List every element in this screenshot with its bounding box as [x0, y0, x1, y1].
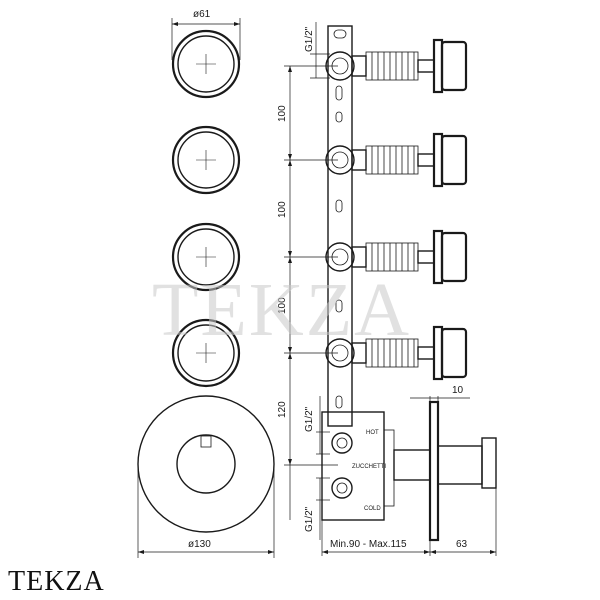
- cold-label: COLD: [364, 506, 381, 512]
- valve-unit-4: [325, 325, 468, 381]
- spacing-2-label: 100: [277, 201, 288, 218]
- valve-unit-2: [325, 132, 468, 188]
- plate-thickness-label: 10: [452, 385, 464, 396]
- thread-mid-label: G1/2": [304, 406, 315, 432]
- thread-bottom-label: G1/2": [304, 506, 315, 532]
- handle-depth-label: 63: [456, 539, 468, 550]
- knob-front-4: [171, 318, 241, 388]
- thermostatic-body-side-view: HOT ZUCCHETTI COLD 10: [321, 385, 497, 542]
- brand-logo-text: TEKZA: [8, 566, 105, 597]
- brand-mark-label: ZUCCHETTI: [352, 464, 386, 470]
- spacing-3-label: 100: [277, 297, 288, 314]
- knob-front-view-group: ø61: [171, 9, 241, 388]
- knob-front-2: [171, 125, 241, 195]
- hot-label: HOT: [366, 430, 379, 436]
- knob-front-3: [171, 222, 241, 292]
- spacing-dimensions: 100 100 100 120 G1/2" G1/2" G1/2": [277, 22, 338, 540]
- spacing-1-label: 100: [277, 105, 288, 122]
- plate-diameter-label: ø130: [188, 539, 211, 550]
- manifold-side-view: [327, 25, 353, 427]
- valve-unit-1: [325, 38, 468, 94]
- knob-diameter-label: ø61: [193, 9, 211, 20]
- valve-unit-3: [325, 229, 468, 285]
- spacing-4-label: 120: [277, 401, 288, 418]
- cover-plate-front-view: ø130: [137, 395, 275, 558]
- depth-dimensions: Min.90 - Max.115 63: [321, 488, 497, 556]
- depth-range-label: Min.90 - Max.115: [330, 539, 407, 550]
- knob-front-1: [171, 29, 241, 99]
- thread-top-label: G1/2": [304, 26, 315, 52]
- watermark-text: TEKZA: [152, 268, 411, 352]
